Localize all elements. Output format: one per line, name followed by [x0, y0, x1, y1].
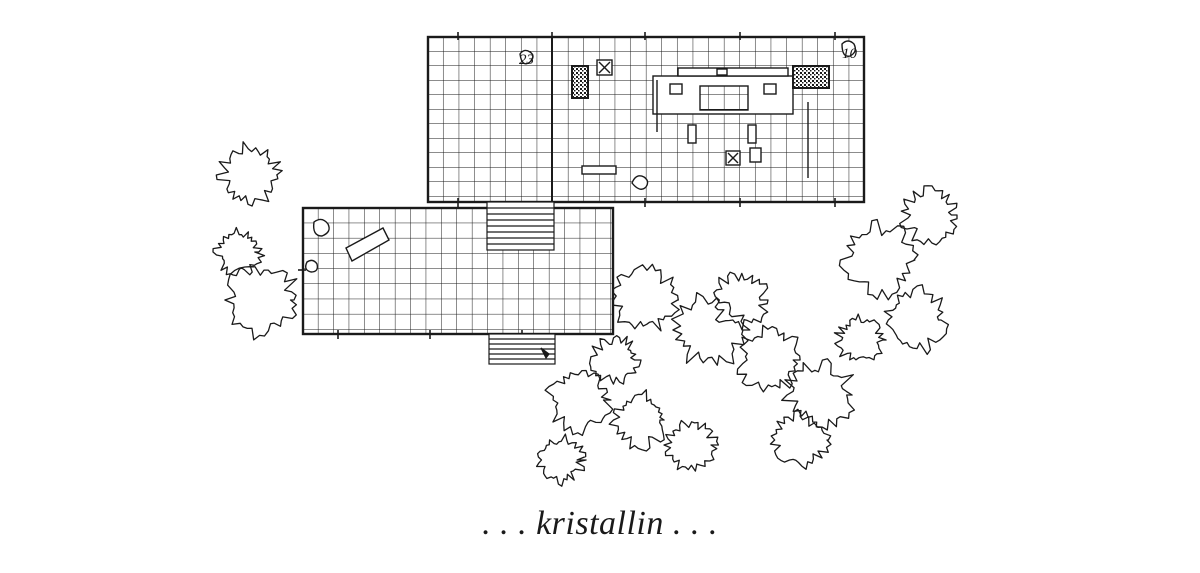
tree-canopy-outline — [215, 141, 283, 207]
upper-border-ticks — [457, 32, 836, 207]
tree-canopy-outline — [663, 419, 720, 472]
tree-canopy-outline — [224, 266, 298, 341]
upper-platform — [426, 32, 866, 207]
entry-stairs — [488, 333, 556, 365]
tree-canopy-outline — [212, 226, 266, 277]
north-bay-label: 23 — [519, 52, 534, 68]
tree-canopy-outline — [609, 263, 680, 332]
tree-canopy-outline — [781, 358, 856, 431]
tree-canopy-outline — [736, 324, 801, 393]
lower-fixtures — [304, 218, 390, 273]
lower-platform — [298, 206, 615, 339]
tree-canopies — [212, 141, 958, 487]
tree-canopy-outline — [713, 271, 769, 331]
tree-canopy-outline — [670, 291, 751, 366]
tree-canopy-outline — [535, 433, 587, 487]
tree-canopy-outline — [588, 335, 642, 385]
tree-canopy-outline — [608, 389, 665, 452]
interior-fixtures — [519, 40, 857, 190]
connecting-stairs — [486, 201, 555, 251]
tree-canopy-outline — [544, 369, 614, 437]
tree-canopy-outline — [883, 284, 950, 356]
caption: . . . kristallin . . . — [482, 505, 718, 542]
east-bay-label: 10 — [842, 46, 858, 62]
tree-canopy-outline — [769, 408, 832, 470]
tree-canopy-outline — [899, 185, 958, 246]
tree-canopy-outline — [838, 218, 919, 301]
tree-canopy-outline — [833, 313, 887, 361]
